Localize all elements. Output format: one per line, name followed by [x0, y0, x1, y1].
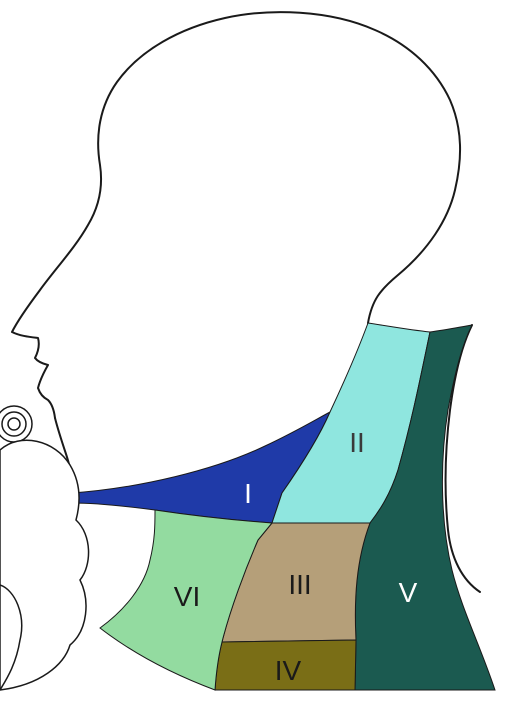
- zone-I-label: I: [244, 478, 252, 509]
- zone-III-label: III: [288, 569, 311, 600]
- zone-IV-label: IV: [275, 655, 302, 686]
- zone-II-label: II: [349, 427, 365, 458]
- microphone-icon: [0, 406, 32, 442]
- zone-VI-label: VI: [174, 581, 200, 612]
- cushion-shapes: [0, 440, 89, 690]
- zone-V-label: V: [399, 577, 418, 608]
